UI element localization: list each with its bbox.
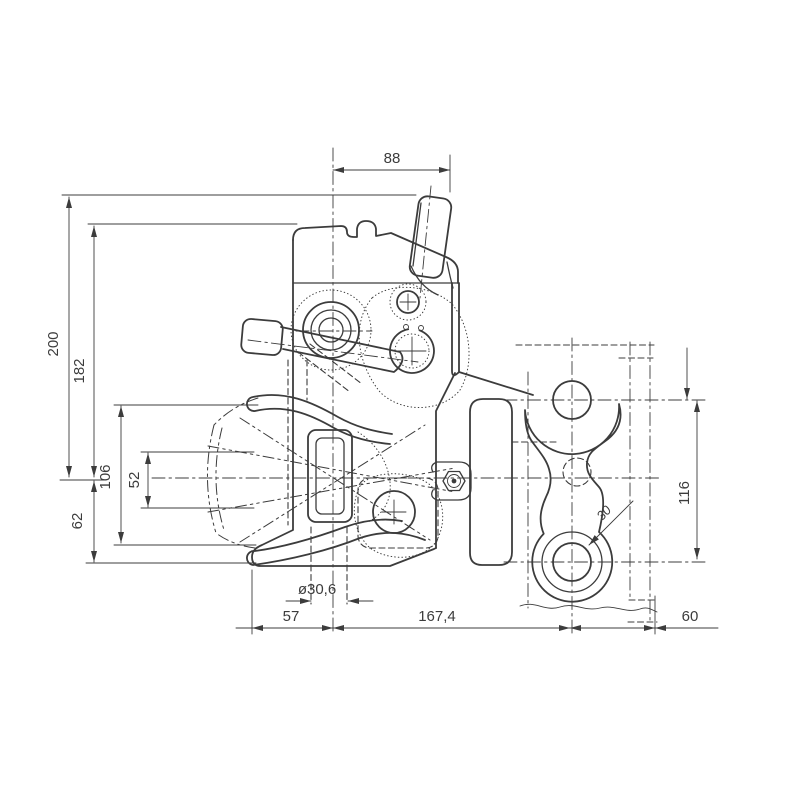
dim-30-label: 30 <box>593 502 614 523</box>
body-outline-top <box>292 220 459 284</box>
dim-57-label: 57 <box>283 608 300 625</box>
handle-grip <box>408 195 453 279</box>
latch-keeper <box>431 461 472 501</box>
dim-200-label: 200 <box>45 331 62 356</box>
pivot-boss-outer <box>302 301 360 359</box>
upper-hidden-blob <box>358 286 470 408</box>
mount-band <box>469 398 513 566</box>
jaw-hidden-contour <box>357 431 391 523</box>
dim-116-label: 116 <box>676 481 693 505</box>
dim-88-label: 88 <box>384 150 401 167</box>
dim-106-label: 106 <box>97 464 114 489</box>
upper-pin-cross <box>399 293 417 311</box>
dim-182: 182 <box>71 225 97 478</box>
bracket-bottom-hole <box>552 542 592 582</box>
dimensions: 88 200 182 62 106 52 <box>45 150 719 635</box>
upper-pin-halo <box>389 283 427 321</box>
dim-30-leader <box>588 500 634 546</box>
swing-tip-upper <box>213 397 259 426</box>
pivot-boss <box>290 289 372 371</box>
dim-62: 62 <box>69 480 97 563</box>
dim-182-label: 182 <box>71 358 88 383</box>
pivot-hidden-flange <box>290 289 372 371</box>
centerlines <box>151 147 708 635</box>
swing-tip-lower <box>215 532 256 549</box>
centerline-handle <box>419 185 432 299</box>
dim-52-label: 52 <box>126 472 143 489</box>
swing-ray-1 <box>207 445 456 493</box>
swing-ray-3 <box>239 417 431 541</box>
swing-arc-outer <box>206 424 217 534</box>
swing-ray-2 <box>207 467 456 513</box>
body-outline-left-bottom <box>251 239 437 567</box>
release-handle <box>408 195 454 296</box>
latch-bolt-hex <box>442 470 466 492</box>
dim-167-4-label: 167,4 <box>418 608 456 625</box>
dim-106: 106 <box>97 405 124 544</box>
mounting-bracket <box>511 344 658 623</box>
lever-knob <box>240 318 284 356</box>
mounting-plate-hidden <box>511 344 658 623</box>
dim-bottom-chain: 57 167,4 60 <box>235 608 719 631</box>
snap-ring <box>389 328 435 374</box>
pivot-pin <box>318 317 344 343</box>
snap-ring-inner <box>394 333 430 369</box>
swing-ray-4 <box>239 424 426 543</box>
jaw-mouth-outer <box>307 429 353 523</box>
hook-shank-hidden <box>287 343 363 526</box>
snap-ring-ear-right <box>418 325 424 331</box>
bracket-middle-hole-hidden <box>562 457 592 487</box>
lever-bar <box>280 326 404 373</box>
hook-lower-arm <box>246 518 426 566</box>
bracket-bottom-boss <box>541 531 603 593</box>
dim-52: 52 <box>126 452 151 508</box>
dim-60-label: 60 <box>682 608 699 625</box>
latch-bolt-washer <box>447 474 461 488</box>
lower-latch-hidden <box>357 477 439 549</box>
snap-ring-cross <box>397 336 427 366</box>
bracket-top-hole <box>552 380 592 420</box>
centerline-lever <box>247 339 419 363</box>
dim-30-callout: 30 <box>588 500 634 546</box>
dim-30-6: ø30,6 <box>285 581 374 604</box>
plate-break-line <box>519 603 658 613</box>
dim-88: 88 <box>332 150 451 173</box>
swing-arc-inner <box>215 427 225 531</box>
handle-inner-edge <box>412 202 422 267</box>
main-body <box>251 220 534 567</box>
dim-200: 200 <box>45 196 72 478</box>
body-right-plate <box>451 282 534 396</box>
keeper-plate-edge <box>435 372 456 549</box>
snap-ring-ear-left <box>403 324 409 330</box>
latch-bolt-center <box>451 478 457 484</box>
dim-30-6-label: ø30,6 <box>298 581 336 598</box>
lock-lever <box>240 318 404 373</box>
bracket-outline <box>524 403 622 603</box>
dim-62-label: 62 <box>69 513 86 530</box>
dim-116: 116 <box>676 347 700 560</box>
lower-hidden-blob <box>353 473 444 558</box>
phantom-swing-lines <box>206 397 456 549</box>
upper-pin <box>396 290 420 314</box>
extension-lines <box>59 154 656 635</box>
pivot-boss-mid <box>310 309 352 351</box>
